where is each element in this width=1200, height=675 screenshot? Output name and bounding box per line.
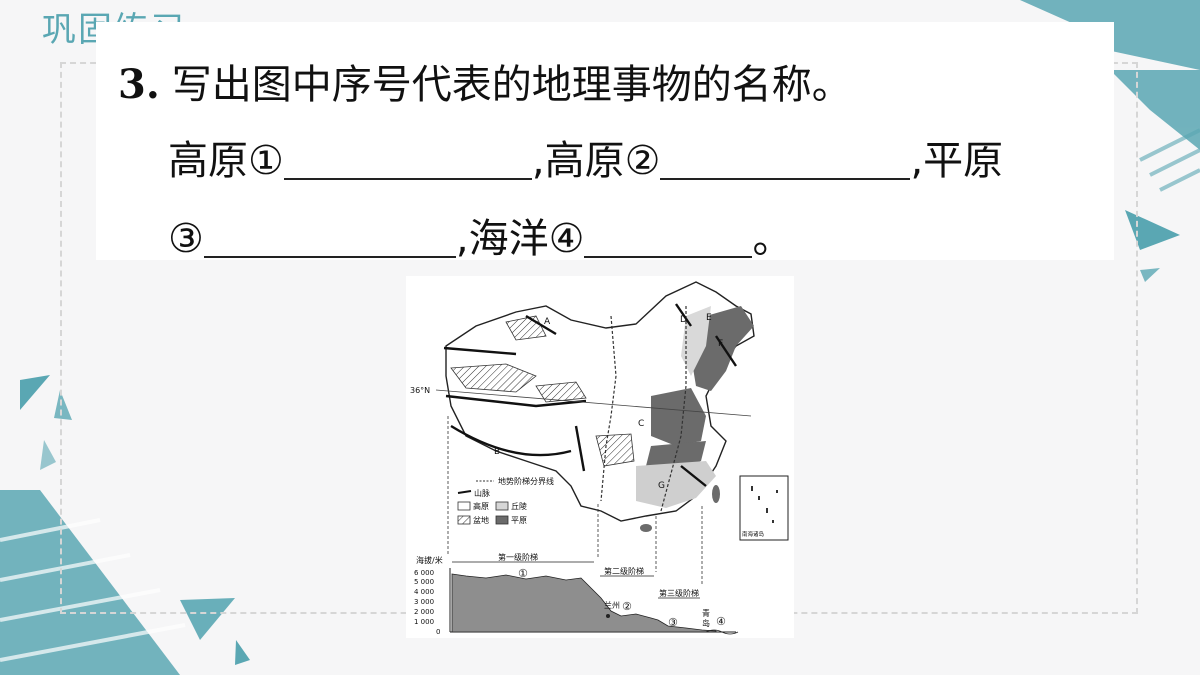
- legend-plateau: 高原: [473, 501, 489, 511]
- question-card: 3.写出图中序号代表的地理事物的名称。 高原① ,高原② ,平原 ③ ,海洋④ 。: [96, 22, 1114, 262]
- ytick-3000: 3 000: [414, 598, 434, 606]
- label-plateau-1: 高原①: [168, 138, 284, 184]
- map-letter-d: D: [680, 315, 687, 325]
- inset-islands: [751, 486, 778, 523]
- inset-label: 南海诸岛: [742, 530, 765, 538]
- step-boundary-line-2: [660, 306, 687, 512]
- hainan-island: [640, 524, 652, 532]
- question-prompt: 写出图中序号代表的地理事物的名称。: [171, 62, 852, 108]
- profile-marker-1: ①: [518, 567, 528, 580]
- answer-blank-1[interactable]: [283, 140, 532, 180]
- legend-mountain: 山脉: [474, 488, 490, 498]
- sea-wave: [705, 629, 739, 635]
- city-lanzhou: 兰州: [604, 600, 620, 610]
- answer-blank-3[interactable]: [203, 218, 456, 258]
- mountain-ranges: [443, 303, 737, 487]
- answer-line-2: ③ ,海洋④ 。: [168, 206, 792, 264]
- answer-blank-2[interactable]: [660, 140, 911, 180]
- map-letter-b: B: [494, 447, 500, 457]
- legend-hills: 丘陵: [511, 502, 527, 511]
- label-plateau-2: ,高原②: [531, 138, 661, 184]
- ytick-4000: 4 000: [414, 588, 434, 596]
- ytick-6000: 6 000: [414, 569, 434, 577]
- label-plain: ,平原: [910, 138, 1004, 184]
- ytick-1000: 1 000: [414, 618, 434, 626]
- legend-basin: 盆地: [473, 515, 489, 525]
- legend-boundary: 地势阶梯分界线: [498, 476, 554, 486]
- ytick-2000: 2 000: [414, 608, 434, 616]
- latitude-line: [435, 389, 752, 417]
- step-1-label: 第一级阶梯: [498, 552, 538, 562]
- taiwan-island: [712, 485, 720, 503]
- projection-lines: [447, 416, 703, 586]
- plain-north-china: [651, 388, 706, 446]
- latitude-label: 36°N: [410, 386, 430, 395]
- south-china-sea-inset: [739, 475, 789, 541]
- profile-ylabel: 海拔/米: [416, 555, 443, 565]
- profile-marker-4: ④: [716, 615, 726, 628]
- map-letter-c: C: [638, 419, 644, 429]
- legend-plain: 平原: [511, 516, 527, 525]
- map-letter-e: E: [706, 313, 712, 323]
- ytick-0: 0: [436, 628, 440, 636]
- basin-tarim: [450, 363, 537, 393]
- step-3-label: 第三级阶梯: [659, 588, 699, 598]
- profile-marker-2: ②: [622, 600, 632, 613]
- elevation-profile: 海拔/米 6 000 5 000 4 000 3 000 2 000 1 000…: [414, 552, 739, 636]
- city-qingdao-2: 岛: [702, 618, 710, 628]
- step-boundary-line: [600, 315, 617, 502]
- terrain-map-svg: 36°N A B C D E F G 南海诸岛 地势阶梯分界线 山脉 高原 丘陵: [410, 281, 789, 636]
- label-ocean-4: ,海洋④: [455, 216, 585, 262]
- question-number: 3.: [118, 61, 160, 108]
- hills-southeast: [636, 461, 716, 508]
- answer-blank-4[interactable]: [584, 218, 753, 258]
- ytick-5000: 5 000: [414, 578, 434, 586]
- basin-qaidam: [535, 381, 587, 403]
- map-letter-a: A: [544, 317, 551, 327]
- question-end: 。: [752, 216, 793, 262]
- answer-line-1: 高原① ,高原② ,平原: [168, 128, 1003, 186]
- map-letter-g: G: [658, 481, 665, 491]
- china-terrain-figure: 36°N A B C D E F G 南海诸岛 地势阶梯分界线 山脉 高原 丘陵: [406, 276, 794, 638]
- step-2-label: 第二级阶梯: [604, 566, 644, 576]
- question-prompt-line: 3.写出图中序号代表的地理事物的名称。: [118, 52, 852, 110]
- map-legend: 地势阶梯分界线 山脉 高原 丘陵 盆地 平原: [457, 476, 554, 525]
- map-letter-f: F: [718, 339, 723, 349]
- city-qingdao-1: 青: [702, 608, 710, 618]
- label-plain-3: ③: [168, 216, 204, 262]
- profile-marker-3: ③: [668, 616, 678, 629]
